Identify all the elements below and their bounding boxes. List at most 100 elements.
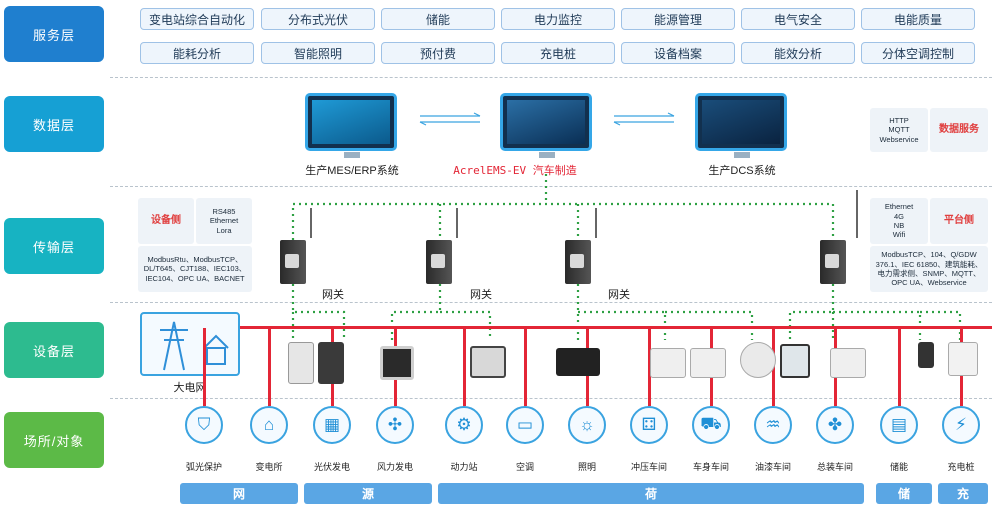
- gateway-label: 网关: [608, 289, 630, 301]
- object-label: 车身车间: [692, 462, 729, 472]
- object-label: 储能: [889, 462, 908, 472]
- service-item: 充电桩: [501, 42, 615, 64]
- gateway-device: [820, 240, 846, 284]
- data-protocols-box: HTTP MQTT Webservice: [870, 108, 928, 152]
- platform-protocols-box: ModbusTCP、104、Q/GDW 376.1、IEC 61850、建筑能耗…: [870, 246, 988, 292]
- gateway-device: [280, 240, 306, 284]
- gateway-label: 网关: [322, 289, 344, 301]
- service-item: 变电站综合自动化: [140, 8, 254, 30]
- din-rail-meter-device: [650, 348, 686, 378]
- device-protocols-box: ModbusRtu、ModbusTCP、 DL/T645、CJT188、IEC1…: [138, 246, 252, 292]
- prepaid-meter-device: [948, 342, 978, 376]
- air-conditioner-icon: ▭: [506, 406, 544, 444]
- panel-meter-device: [556, 348, 600, 376]
- service-item: 智能照明: [261, 42, 375, 64]
- service-item: 储能: [381, 8, 495, 30]
- puzzle-icon: ✤: [816, 406, 854, 444]
- service-item: 预付费: [381, 42, 495, 64]
- power-tower-icon: [160, 321, 229, 371]
- layer-label-objects: 场所/对象: [4, 412, 104, 468]
- object-label: 光伏发电: [313, 462, 350, 472]
- dcs-label: 生产DCS系统: [708, 165, 776, 177]
- object-label: 油漆车间: [754, 462, 791, 472]
- house-bolt-icon: ⌂: [250, 406, 288, 444]
- bar-storage: 储: [876, 483, 932, 504]
- bar-charging: 充: [938, 483, 988, 504]
- service-item: 设备档案: [621, 42, 735, 64]
- lighting-controller-device: [780, 344, 810, 378]
- power-meter-device: [380, 346, 414, 380]
- ems-center-label: AcrelEMS-EV 汽车制造: [453, 164, 577, 177]
- mes-erp-monitor: [305, 93, 397, 158]
- multifunction-meter-device: [470, 346, 506, 378]
- service-item: 能效分析: [741, 42, 855, 64]
- service-item: 能源管理: [621, 8, 735, 30]
- antenna: [310, 208, 312, 238]
- din-rail-meter-device: [690, 348, 726, 378]
- gateway-device: [565, 240, 591, 284]
- car-icon: ⛟: [692, 406, 730, 444]
- grid-box: [140, 312, 240, 376]
- bidirectional-arrow-icon: [419, 112, 481, 126]
- object-label: 冲压车间: [630, 462, 667, 472]
- antenna: [456, 208, 458, 238]
- object-label: 照明: [577, 462, 596, 472]
- object-label: 总装车间: [816, 462, 853, 472]
- data-service-box: 数据服务: [930, 108, 988, 152]
- layer-label-data: 数据层: [4, 96, 104, 152]
- object-label: 变电所: [255, 462, 283, 472]
- divider: [110, 77, 992, 78]
- object-label: 动力站: [450, 462, 478, 472]
- layer-label-transport: 传输层: [4, 218, 104, 274]
- motor-icon: ⚙: [445, 406, 483, 444]
- paint-bucket-icon: ♒: [754, 406, 792, 444]
- shield-icon: ⛉: [185, 406, 223, 444]
- power-drop-line: [463, 328, 466, 406]
- battery-icon: ▤: [880, 406, 918, 444]
- layer-label-service: 服务层: [4, 6, 104, 62]
- gateway-label: 网关: [470, 289, 492, 301]
- service-item: 分体空调控制: [861, 42, 975, 64]
- object-label: 充电桩: [947, 462, 975, 472]
- divider: [110, 398, 992, 399]
- bar-load: 荷: [438, 483, 864, 504]
- service-item: 电气安全: [741, 8, 855, 30]
- object-label: 空调: [515, 462, 534, 472]
- layer-label-equipment: 设备层: [4, 322, 104, 378]
- dcs-monitor: [695, 93, 787, 158]
- bulb-icon: ☼: [568, 406, 606, 444]
- platform-side-box: 平台侧: [930, 198, 988, 244]
- din-rail-meter-device: [830, 348, 866, 378]
- dice-icon: ⚃: [630, 406, 668, 444]
- antenna: [856, 190, 858, 238]
- ems-monitor: [500, 93, 592, 158]
- device-interfaces-box: RS485 Ethernet Lora: [196, 198, 252, 244]
- power-drop-line: [268, 328, 271, 406]
- power-bus: [240, 326, 992, 329]
- power-drop-line: [203, 328, 206, 406]
- object-label: 弧光保护: [185, 462, 222, 472]
- grid-label: 大电网: [173, 382, 207, 394]
- divider: [110, 186, 992, 187]
- service-item: 电力监控: [501, 8, 615, 30]
- service-item: 能耗分析: [140, 42, 254, 64]
- object-label: 风力发电: [376, 462, 413, 472]
- power-drop-line: [648, 328, 651, 406]
- platform-interfaces-box: Ethernet 4G NB Wifi: [870, 198, 928, 244]
- power-drop-line: [524, 328, 527, 406]
- bar-grid: 网: [180, 483, 298, 504]
- power-drop-line: [898, 328, 901, 406]
- divider: [110, 302, 992, 303]
- antenna: [595, 208, 597, 238]
- ev-charger-device: [918, 342, 934, 368]
- ac-controller-device: [740, 342, 776, 378]
- wind-turbine-icon: ✣: [376, 406, 414, 444]
- charger-icon: ⚡: [942, 406, 980, 444]
- bar-source: 源: [304, 483, 432, 504]
- device-side-box: 设备侧: [138, 198, 194, 244]
- gateway-device: [426, 240, 452, 284]
- solar-panel-icon: ▦: [313, 406, 351, 444]
- mes-erp-label: 生产MES/ERP系统: [305, 165, 399, 177]
- arc-protection-device: [318, 342, 344, 384]
- service-item: 电能质量: [861, 8, 975, 30]
